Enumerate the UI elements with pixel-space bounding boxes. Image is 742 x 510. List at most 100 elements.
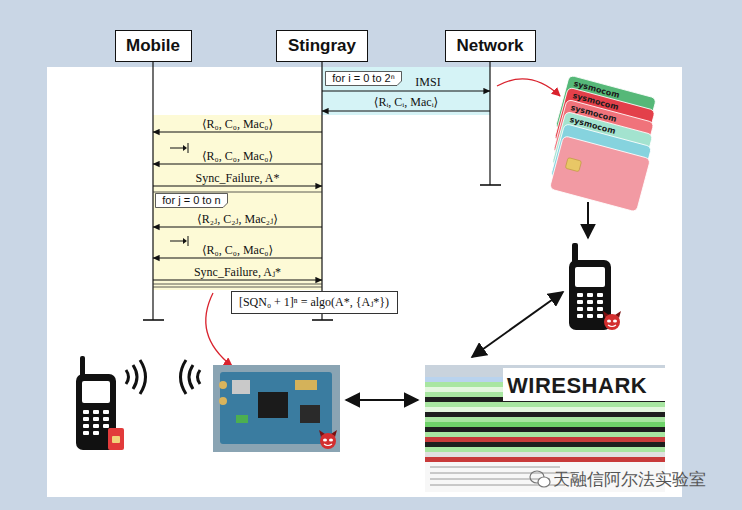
phone-key xyxy=(103,417,109,421)
message-arrow xyxy=(153,227,322,228)
flow-arrow xyxy=(587,202,589,238)
replay-marker xyxy=(183,145,187,151)
loop-separator xyxy=(153,192,322,193)
node-text: for i = 0 to 2ⁿ xyxy=(332,72,394,85)
screenshot-text-line xyxy=(430,467,560,468)
radio-wave xyxy=(198,370,201,384)
board-chip xyxy=(232,380,250,394)
watermark: 天融信阿尔法实验室 xyxy=(553,469,706,489)
replay-marker xyxy=(188,236,189,246)
phone-key xyxy=(597,314,603,318)
radio-wave xyxy=(140,360,146,394)
message-label: Sync_Failure, A* xyxy=(196,171,280,185)
loop-end-line xyxy=(153,287,322,288)
screenshot-row xyxy=(425,427,665,432)
phone-key xyxy=(83,424,89,428)
screenshot-row xyxy=(425,417,665,422)
board-part xyxy=(236,415,248,423)
message-label: ⟨Rᵢ, Cᵢ, Macᵢ⟩ xyxy=(374,95,439,109)
lifeline xyxy=(152,62,153,320)
phone-key xyxy=(577,307,583,311)
phone-key xyxy=(93,417,99,421)
board-pcb xyxy=(220,372,332,444)
phone-key xyxy=(577,293,583,297)
screenshot-row xyxy=(425,442,665,447)
formula-box: [SQN₀ + 1]ⁿ = algo(A*, {Aⱼ*}) xyxy=(231,291,398,314)
devil-face xyxy=(320,433,336,449)
board-connector xyxy=(219,381,227,389)
node-text: Network xyxy=(456,36,523,56)
devil-mouth xyxy=(324,444,332,446)
message-label: IMSI xyxy=(415,75,440,89)
sim-chip xyxy=(112,436,120,443)
replay-marker xyxy=(170,241,183,242)
message-arrow xyxy=(153,164,322,165)
message-arrow xyxy=(322,111,490,112)
link-arrow xyxy=(472,292,563,357)
loop-end-line xyxy=(153,284,322,285)
phone-key xyxy=(597,307,603,311)
phone-key xyxy=(93,410,99,414)
message-label: Sync_Failure, Aⱼ* xyxy=(194,265,281,279)
sim-card xyxy=(108,428,124,450)
phone-key xyxy=(103,424,109,428)
node-text: for j = 0 to n xyxy=(162,194,220,207)
cyan-band xyxy=(322,67,490,115)
message-label: ⟨R₀, C₀, Mac₀⟩ xyxy=(202,149,273,163)
phone-key xyxy=(587,293,593,297)
board-connector xyxy=(219,397,227,405)
phone-key xyxy=(93,431,99,435)
replay-marker xyxy=(183,238,187,244)
lifeline-end xyxy=(480,184,501,186)
screenshot-row xyxy=(425,412,665,417)
lifeline-header: Network xyxy=(445,30,536,62)
board-chip xyxy=(300,405,320,423)
devil-mouth xyxy=(608,325,616,327)
screenshot-row xyxy=(425,452,665,457)
lifeline-header: Mobile xyxy=(115,30,192,62)
phone-key xyxy=(93,424,99,428)
board-chip xyxy=(295,380,317,390)
node-text: Stingray xyxy=(288,36,356,56)
screenshot-row xyxy=(425,432,665,437)
screenshot-row xyxy=(425,407,665,412)
phone-key xyxy=(577,314,583,318)
lifeline xyxy=(321,62,322,320)
callout-arrow xyxy=(497,79,560,96)
logo-ground xyxy=(503,368,665,401)
board-photo xyxy=(213,365,340,452)
board-chip xyxy=(258,392,288,418)
node-text: Mobile xyxy=(126,36,180,56)
lifeline-end xyxy=(143,319,164,321)
message-arrow xyxy=(322,91,490,92)
message-arrow xyxy=(153,186,322,187)
message-arrow xyxy=(153,258,322,259)
connector-group xyxy=(153,91,490,280)
screenshot-row xyxy=(425,422,665,427)
frame-outline-shape xyxy=(156,194,228,208)
message-label: ⟨R₀, C₀, Mac₀⟩ xyxy=(202,243,273,257)
callout-arrow xyxy=(206,293,232,366)
phone-key xyxy=(597,293,603,297)
phone-screen xyxy=(575,267,605,287)
screenshot-row xyxy=(425,402,665,407)
replay-marker xyxy=(170,148,183,149)
lifeline-end xyxy=(312,319,333,321)
sim-card xyxy=(549,136,650,212)
screenshot-row xyxy=(425,437,665,442)
sim-chip xyxy=(565,158,581,172)
screenshot-row xyxy=(425,447,665,452)
message-label: ⟨R₂ⱼ, C₂ⱼ, Mac₂ⱼ⟩ xyxy=(197,212,278,226)
white-panel xyxy=(47,67,682,497)
devil-eye xyxy=(607,320,611,323)
message-arrow xyxy=(153,132,322,133)
message-arrow xyxy=(153,280,322,281)
devil-eye xyxy=(613,320,617,323)
devil-eye xyxy=(323,439,327,442)
phone-key xyxy=(597,300,603,304)
yellow-band xyxy=(153,115,322,290)
wechat-icon xyxy=(538,477,550,487)
devil-face xyxy=(604,314,620,330)
